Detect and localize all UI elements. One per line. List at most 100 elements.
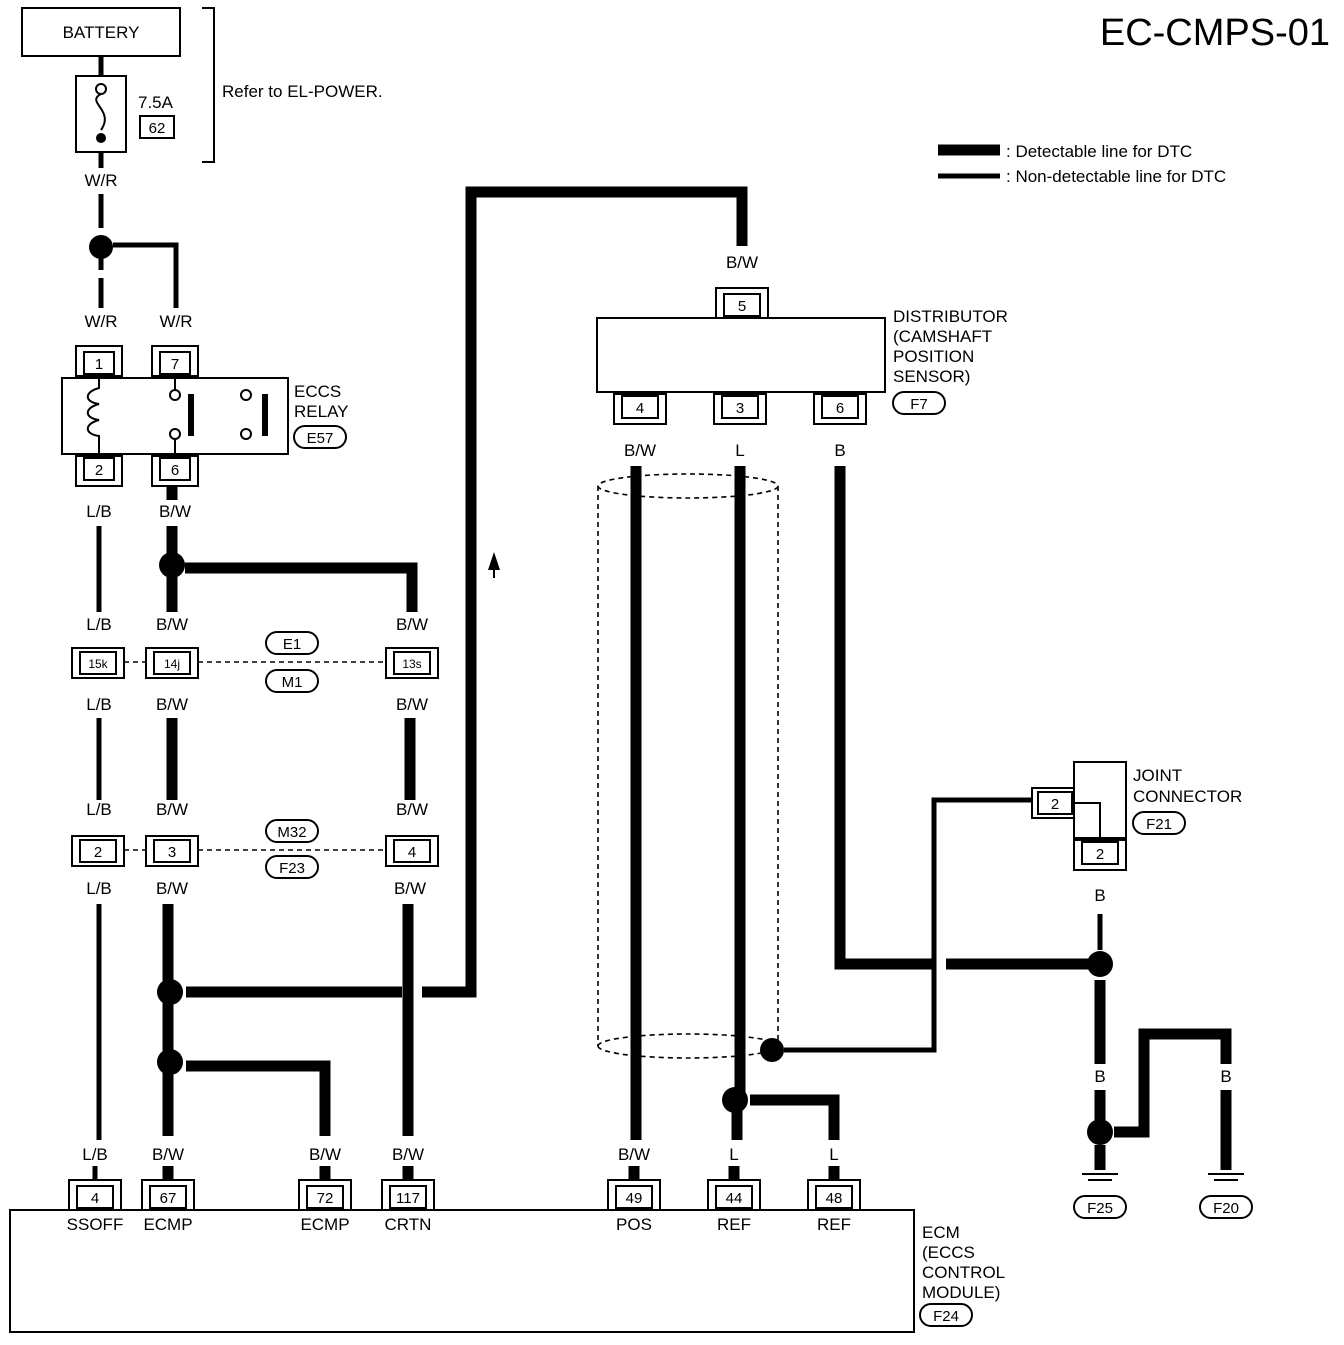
distributor-pin: 6 [836, 400, 844, 417]
wire-color-label: W/R [84, 171, 117, 190]
connector-pin: 4 [408, 844, 416, 861]
wire-b-ground-branch [1114, 1028, 1232, 1138]
wire-bw-branch [185, 562, 418, 612]
wire-color-label: B [1220, 1067, 1231, 1086]
splice-dot [89, 235, 113, 259]
ecm-terminal-name: CRTN [385, 1215, 432, 1234]
wire-color-label: B/W [152, 1145, 184, 1164]
wire-l-ref2 [750, 1094, 840, 1140]
connector-id: E1 [283, 636, 301, 653]
wire-color-label: B [1094, 1067, 1105, 1086]
wire-color-label: B/W [394, 879, 426, 898]
wire-color-label: W/R [84, 312, 117, 331]
fuse-rating: 7.5A [138, 93, 174, 112]
ecm-terminal-pin: 49 [626, 1190, 643, 1207]
legend-non-detectable-text: : Non-detectable line for DTC [1006, 167, 1226, 186]
wire-color-label: B/W [309, 1145, 341, 1164]
relay-pin: 6 [171, 462, 179, 479]
ecm-terminal-name: ECMP [300, 1215, 349, 1234]
relay-name: ECCS [294, 382, 341, 401]
ecm-name: CONTROL [922, 1263, 1005, 1282]
power-reference-note: Refer to EL-POWER. [222, 82, 383, 101]
inline-connector-m32-f23: 2 3 4 M32 F23 [71, 819, 439, 879]
ecm-name: MODULE) [922, 1283, 1000, 1302]
connector-id-badge [892, 391, 946, 415]
ecm-terminal-name: ECMP [143, 1215, 192, 1234]
ecm-terminal-pin: 72 [317, 1190, 334, 1207]
ecm-terminal-name: REF [817, 1215, 851, 1234]
wire-color-label: L/B [86, 879, 112, 898]
eccs-relay: 1 7 2 6 ECCS RELAY E57 [61, 345, 349, 487]
fuse-number: 62 [149, 120, 166, 137]
ecm-terminal-inner [815, 1185, 853, 1209]
distributor-name: POSITION [893, 347, 974, 366]
joint-connector-pin: 2 [1051, 796, 1059, 813]
connector-id: M1 [282, 674, 303, 691]
ecm-terminal-pin: 44 [726, 1190, 743, 1207]
ecm-terminal-pin: 117 [396, 1190, 420, 1207]
inline-connector-e1-m1: 15k 14j 13s E1 M1 [71, 631, 439, 693]
wire-color-label: L/B [86, 800, 112, 819]
connector-pin: 14j [164, 657, 180, 671]
legend-detectable-text: : Detectable line for DTC [1006, 142, 1192, 161]
splice-dot [760, 1038, 784, 1062]
ground-f25: F25 [1073, 1173, 1127, 1219]
ecm-terminal-name: REF [717, 1215, 751, 1234]
connector-id: F23 [279, 860, 305, 877]
ground-id: F20 [1213, 1200, 1239, 1217]
ground-f20: F20 [1199, 1173, 1253, 1219]
ecm-terminal-name: SSOFF [67, 1215, 124, 1234]
wire-color-label: B/W [156, 879, 188, 898]
wire-color-label: B/W [396, 800, 428, 819]
wire-color-label: B/W [396, 695, 428, 714]
wire-color-label: L [729, 1145, 738, 1164]
connector-id-badge [919, 1303, 973, 1327]
connector-id: F24 [933, 1308, 959, 1325]
wire-color-label: B [1138, 1067, 1149, 1086]
ecm-terminal-name: POS [616, 1215, 652, 1234]
distributor-pin: 5 [738, 298, 746, 315]
distributor-name: (CAMSHAFT [893, 327, 992, 346]
distributor: 5 4 3 6 DISTRIBUTOR (CAMSHAFT POSITION S… [596, 287, 1008, 425]
wire-color-label: L/B [86, 695, 112, 714]
wire-b-ground [834, 466, 936, 970]
joint-connector-pin: 2 [1096, 846, 1104, 863]
ecm-terminal-pin: 4 [91, 1190, 99, 1207]
joint-connector-name: CONNECTOR [1133, 787, 1242, 806]
splice-dot [157, 979, 183, 1005]
wire-bw-to-distributor [422, 186, 748, 998]
connector-pin: 13s [402, 657, 421, 671]
legend: : Detectable line for DTC : Non-detectab… [938, 142, 1226, 186]
connector-id: E57 [307, 430, 334, 447]
wire-color-label: L/B [86, 615, 112, 634]
ecm-terminal-inner [615, 1185, 653, 1209]
battery-block: BATTERY Refer to EL-POWER. 7.5A 62 W/R [21, 7, 383, 190]
wire-color-label: B/W [618, 1145, 650, 1164]
ecm-terminal-inner [306, 1185, 344, 1209]
battery-label: BATTERY [63, 23, 140, 42]
joint-connector: 2 2 JOINT CONNECTOR F21 [1031, 761, 1242, 871]
wire-color-label: B/W [392, 1145, 424, 1164]
joint-connector-name: JOINT [1133, 766, 1182, 785]
splice-dot [1087, 1119, 1113, 1145]
shield [597, 473, 779, 1059]
fuse-element-icon [95, 93, 106, 131]
wire-color-label: B/W [156, 615, 188, 634]
relay-pin: 7 [171, 356, 179, 373]
wire-color-label: B [1094, 886, 1105, 905]
ground-id: F25 [1087, 1200, 1113, 1217]
wire-color-label: B/W [396, 615, 428, 634]
connector-pin: 3 [168, 844, 176, 861]
wire-color-label: B [834, 441, 845, 460]
ecm-terminal-inner [76, 1185, 114, 1209]
ecm: 4SSOFF67ECMP72ECMP117CRTN49POS44REF48REF… [9, 1179, 1005, 1333]
distributor-name: DISTRIBUTOR [893, 307, 1008, 326]
ecm-name: (ECCS [922, 1243, 975, 1262]
fuse-number-box [139, 115, 175, 139]
relay-coil-icon [86, 378, 100, 454]
battery-box [21, 7, 181, 57]
connector-pin: 15k [88, 657, 108, 671]
ecm-terminal-inner [715, 1185, 753, 1209]
